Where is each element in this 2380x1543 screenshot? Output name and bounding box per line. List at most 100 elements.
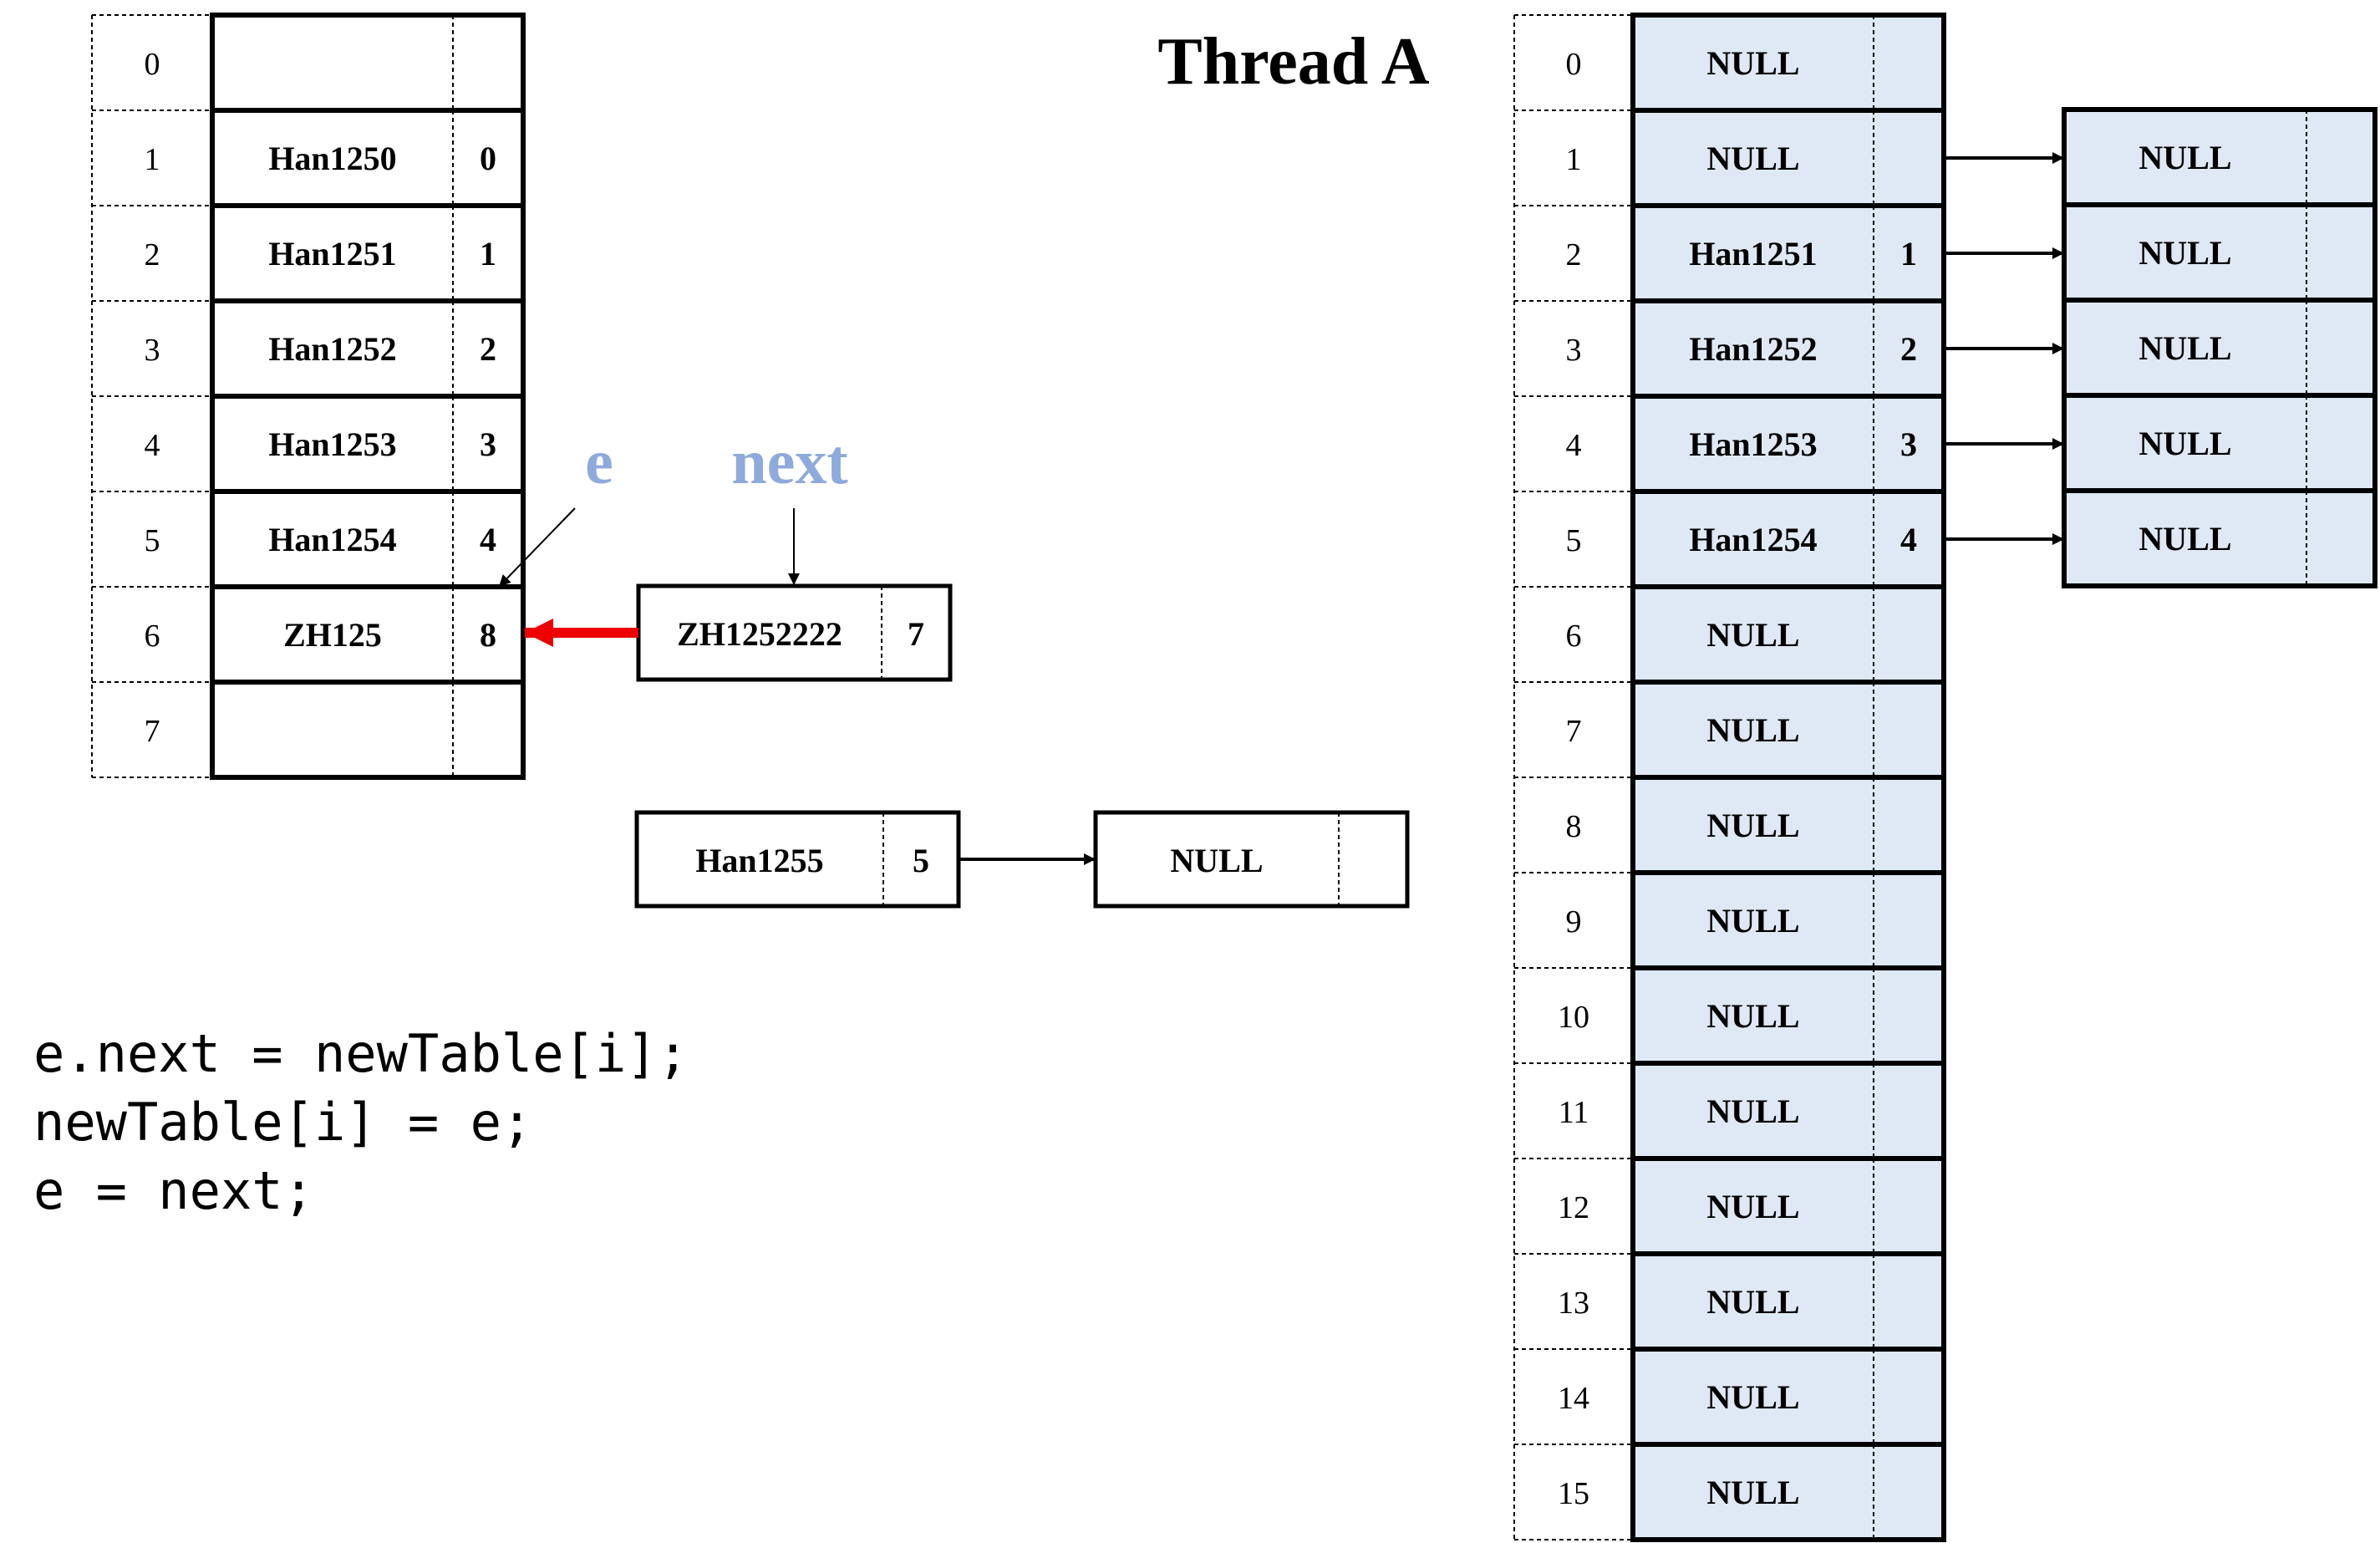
new_table-key: NULL (1706, 1378, 1799, 1416)
new_table-key: Han1253 (1689, 425, 1817, 463)
new_table-key: NULL (1706, 1092, 1799, 1130)
old_table-key: Han1254 (268, 521, 396, 558)
old_table-index: 6 (145, 619, 160, 654)
new_table-key: Han1251 (1689, 235, 1817, 272)
new_table-index: 2 (1566, 237, 1582, 272)
han1255-null-node: NULL (1093, 810, 1410, 909)
new_table-key: Han1252 (1689, 330, 1817, 368)
new_table-key: NULL (1706, 902, 1799, 940)
new_table-hash: 3 (1900, 425, 1917, 463)
new_table-index: 11 (1559, 1095, 1589, 1130)
old_table-index: 4 (145, 428, 160, 463)
old_table-index: 7 (145, 714, 160, 749)
e-pointer-label: e (585, 427, 613, 497)
han1255-node: Han1255 5 (634, 810, 961, 909)
new_table-bucket (1630, 584, 1946, 685)
old_table-index: 2 (145, 237, 160, 272)
han1255-key: Han1255 (695, 842, 823, 879)
next-pointer-label: next (731, 427, 847, 497)
new_table-key: Han1254 (1689, 521, 1817, 558)
new_table-bucket (1630, 680, 1946, 780)
new_table-bucket (1630, 775, 1946, 875)
old_table-bucket (210, 489, 526, 589)
new_table-bucket (1630, 1251, 1946, 1352)
e-pointer-arrow (498, 507, 576, 588)
code-line: e = next; (33, 1160, 314, 1221)
old_table-hash: 1 (480, 235, 496, 272)
old_table-bucket (210, 680, 526, 780)
new_table-index: 6 (1566, 619, 1582, 654)
new_table-index: 10 (1558, 1000, 1589, 1035)
new_table-index: 8 (1566, 809, 1582, 844)
new_table-hash: 1 (1900, 235, 1917, 272)
old_table-key: ZH125 (283, 616, 382, 654)
new_table-bucket (1630, 1347, 1946, 1447)
new_table-hash: 2 (1900, 330, 1917, 368)
new_table-bucket (1630, 1442, 1946, 1542)
new_table-index: 5 (1566, 523, 1582, 558)
chain-node-key: NULL (2138, 520, 2231, 558)
chain-node (2062, 202, 2377, 303)
old_table-key: Han1250 (268, 140, 396, 177)
new_table-index: 14 (1558, 1381, 1589, 1416)
next-node-hash: 7 (908, 615, 924, 653)
chain-node-key: NULL (2138, 425, 2231, 462)
chain-node-key: NULL (2138, 234, 2231, 272)
han1255-null-key: NULL (1170, 842, 1263, 879)
code-block: e.next = newTable[i]; newTable[i] = e; e… (33, 1023, 689, 1221)
new_table-key: NULL (1706, 1474, 1799, 1511)
new_table-key: NULL (1706, 1188, 1799, 1225)
new_table-bucket (1630, 965, 1946, 1066)
old_table-hash: 4 (480, 521, 496, 558)
old_table-index: 3 (145, 333, 160, 368)
chain-node-key: NULL (2138, 329, 2231, 367)
new_table-index: 9 (1566, 904, 1582, 940)
old_table-bucket (210, 298, 526, 399)
old_table-hash: 3 (480, 425, 496, 463)
old_table-key: Han1253 (268, 425, 396, 463)
old_table-index: 5 (145, 523, 160, 558)
new_table-bucket (1630, 203, 1946, 303)
old_table-hash: 2 (480, 330, 496, 368)
new_table-index: 15 (1558, 1476, 1589, 1511)
next-node: ZH1252222 7 (636, 583, 953, 682)
code-line: e.next = newTable[i]; (33, 1023, 689, 1084)
new_table-bucket (1630, 394, 1946, 494)
code-line: newTable[i] = e; (33, 1092, 532, 1153)
new_table-index: 12 (1558, 1190, 1589, 1225)
chain-node (2062, 107, 2377, 207)
new_table-index: 13 (1558, 1286, 1589, 1321)
new_table-bucket (1630, 1156, 1946, 1256)
chain-node-key: NULL (2138, 139, 2231, 176)
old_table-hash: 8 (480, 616, 496, 654)
new_table-index: 3 (1566, 333, 1582, 368)
chain-node (2062, 393, 2377, 493)
old_table-key: Han1251 (268, 235, 396, 272)
new_table-bucket (1630, 298, 1946, 399)
new_table-key: NULL (1706, 1283, 1799, 1321)
new_table-index: 4 (1566, 428, 1582, 463)
old_table-key: Han1252 (268, 330, 396, 368)
old-table: 0 1 Han1250 0 2 Han1251 1 3 Han1252 2 4 Han1253 3 5 Ha… (91, 13, 526, 780)
thread-title: Thread A (1157, 25, 1430, 99)
new_table-bucket (1630, 13, 1946, 113)
new_table-key: NULL (1706, 711, 1799, 749)
chain-nodes: NULL NULL NULL NULL NULL (1944, 107, 2377, 588)
old_table-index: 0 (145, 47, 160, 82)
han1255-hash: 5 (913, 842, 929, 879)
new_table-key: NULL (1706, 807, 1799, 844)
old_table-bucket (210, 13, 526, 113)
new_table-hash: 4 (1900, 521, 1917, 558)
new_table-key: NULL (1706, 44, 1799, 82)
new_table-index: 1 (1566, 142, 1582, 177)
next-node-key: ZH1252222 (677, 615, 842, 653)
new_table-key: NULL (1706, 997, 1799, 1035)
old_table-hash: 0 (480, 140, 496, 177)
new_table-bucket (1630, 870, 1946, 970)
new_table-index: 0 (1566, 47, 1582, 82)
new_table-index: 7 (1566, 714, 1582, 749)
old_table-index: 1 (145, 142, 160, 177)
new_table-key: NULL (1706, 140, 1799, 177)
